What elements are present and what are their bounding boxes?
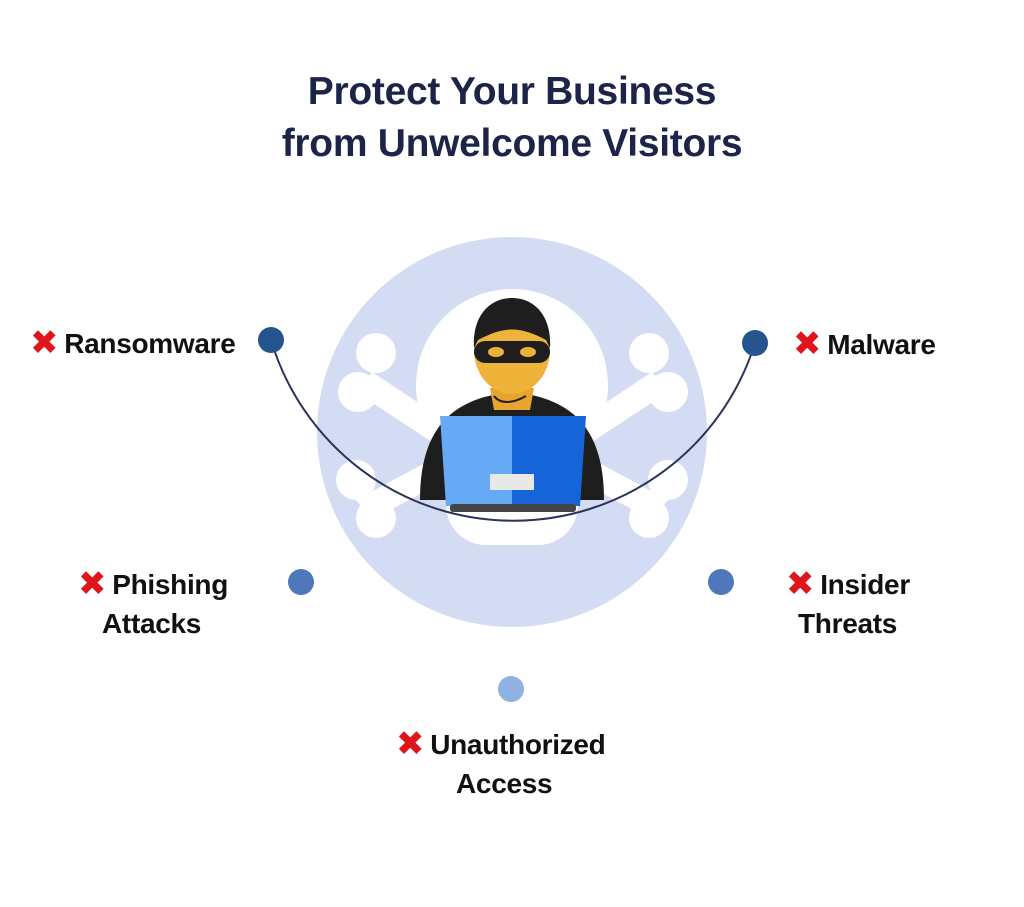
x-mark-icon: ✖ <box>30 324 59 362</box>
x-mark-icon: ✖ <box>793 325 822 363</box>
hacker-icon <box>420 298 604 512</box>
threat-arc <box>270 339 756 522</box>
threat-label-line-2: Access <box>456 768 553 799</box>
dot-insider <box>708 569 734 595</box>
threat-insider: ✖Insider Threats <box>786 564 910 643</box>
threat-label-line-2: Threats <box>798 608 898 639</box>
threat-label: Insider <box>820 569 910 600</box>
threat-phishing: ✖Phishing Attacks <box>78 564 228 643</box>
threat-malware: ✖Malware <box>793 324 936 364</box>
title-line-1: Protect Your Business <box>307 70 717 113</box>
threat-label: Ransomware <box>64 328 236 359</box>
dot-phishing <box>288 569 314 595</box>
dot-ransomware <box>258 327 284 353</box>
threat-unauthorized: ✖Unauthorized Access <box>396 724 606 803</box>
threat-label: Malware <box>827 329 936 360</box>
title-line-2: from Unwelcome Visitors <box>281 122 743 165</box>
dot-malware <box>742 330 768 356</box>
x-mark-icon: ✖ <box>78 565 107 603</box>
x-mark-icon: ✖ <box>786 565 815 603</box>
threat-label: Phishing <box>112 569 229 600</box>
threat-label-line-2: Attacks <box>102 608 202 639</box>
page-title: Protect Your Business from Unwelcome Vis… <box>0 66 1024 170</box>
threat-label: Unauthorized <box>430 729 606 760</box>
x-mark-icon: ✖ <box>396 725 425 763</box>
dot-unauthorized <box>498 676 524 702</box>
threat-ransomware: ✖Ransomware <box>30 323 236 363</box>
